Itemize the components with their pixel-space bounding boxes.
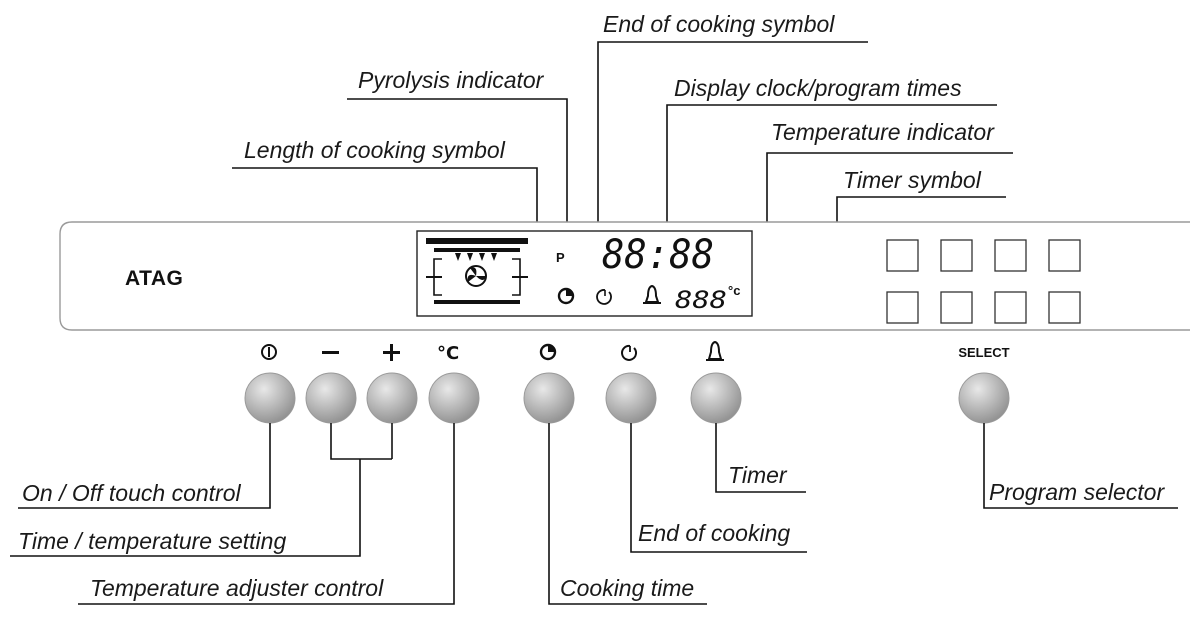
callout-temperature-adjuster: Temperature adjuster control: [78, 423, 455, 605]
keypad-key[interactable]: [1048, 291, 1081, 324]
cooking-time-icon: [539, 343, 557, 361]
leader-end-of-cooking: [630, 423, 807, 553]
label-timer: Timer: [728, 462, 788, 488]
label-temperature-adjuster-control: Temperature adjuster control: [90, 575, 384, 601]
square-keypad: [886, 239, 1081, 324]
callout-length-of-cooking-symbol: Length of cooking symbol: [232, 137, 538, 285]
brand-logo: ATAG: [125, 267, 183, 290]
leader-end-of-cooking-symbol: [597, 41, 868, 290]
callout-end-of-cooking: End of cooking: [630, 423, 807, 553]
select-button[interactable]: [958, 372, 1010, 424]
label-time-temperature-setting: Time / temperature setting: [18, 528, 286, 554]
temperature-button[interactable]: [428, 372, 480, 424]
callout-timer: Timer: [715, 423, 806, 493]
minus-icon: [322, 351, 339, 354]
minus-button[interactable]: [305, 372, 357, 424]
keypad-key[interactable]: [886, 239, 919, 272]
keypad-key[interactable]: [886, 291, 919, 324]
callout-pyrolysis-indicator: Pyrolysis indicator: [347, 67, 568, 228]
temperature-display: 888: [675, 286, 727, 314]
leader-cooking-time: [548, 423, 707, 605]
leader-program-selector: [983, 423, 1178, 509]
label-pyrolysis-indicator: Pyrolysis indicator: [358, 67, 545, 93]
timer-bell-display-icon: [643, 284, 661, 304]
onoff-icon: [261, 344, 277, 360]
label-cooking-time: Cooking time: [560, 575, 694, 601]
plus-icon: [383, 344, 400, 361]
label-on-off-touch-control: On / Off touch control: [22, 480, 241, 506]
plus-button[interactable]: [366, 372, 418, 424]
keypad-key[interactable]: [940, 291, 973, 324]
leader-time-temp: [10, 459, 361, 557]
temperature-unit: °c: [728, 283, 740, 298]
timer-bell-icon: [706, 340, 724, 361]
control-panel: ATAG P 88:88: [59, 221, 1190, 331]
leader-display-clock: [666, 104, 997, 222]
end-of-cooking-button[interactable]: [605, 372, 657, 424]
keypad-key[interactable]: [994, 239, 1027, 272]
keypad-key[interactable]: [994, 291, 1027, 324]
label-end-of-cooking-symbol: End of cooking symbol: [603, 11, 835, 37]
select-label: SELECT: [958, 345, 1009, 360]
length-of-cooking-display-icon: [557, 287, 575, 305]
leader-timer: [715, 423, 806, 493]
leader-pyrolysis-indicator: [347, 98, 568, 228]
label-length-of-cooking-symbol: Length of cooking symbol: [244, 137, 506, 163]
callout-time-temperature-setting: Time / temperature setting: [10, 423, 393, 557]
lcd-display: P 88:88 888 °c: [416, 230, 753, 317]
callout-display-clock: Display clock/program times: [666, 75, 997, 222]
oven-fan-grill-icon: [426, 238, 528, 304]
label-timer-symbol: Timer symbol: [843, 167, 982, 193]
label-display-clock: Display clock/program times: [674, 75, 962, 101]
leader-temperature-adjuster: [78, 423, 455, 605]
onoff-button[interactable]: [244, 372, 296, 424]
label-temperature-indicator: Temperature indicator: [771, 119, 995, 145]
end-of-cooking-display-icon: [596, 289, 612, 305]
program-indicator: P: [556, 250, 565, 265]
celsius-icon: °C: [437, 343, 459, 364]
callout-end-of-cooking-symbol: End of cooking symbol: [597, 11, 868, 290]
leader-time-temp-bracket: [330, 423, 392, 460]
clock-display: 88:88: [602, 232, 714, 278]
label-program-selector: Program selector: [989, 479, 1165, 505]
callout-cooking-time: Cooking time: [548, 423, 707, 605]
leader-on-off: [18, 423, 271, 509]
keypad-key[interactable]: [1048, 239, 1081, 272]
label-end-of-cooking: End of cooking: [638, 520, 790, 546]
callout-program-selector: Program selector: [983, 423, 1178, 509]
end-of-cooking-icon: [621, 344, 637, 361]
callout-on-off-touch-control: On / Off touch control: [18, 423, 271, 509]
keypad-key[interactable]: [940, 239, 973, 272]
cooking-time-button[interactable]: [523, 372, 575, 424]
timer-button[interactable]: [690, 372, 742, 424]
